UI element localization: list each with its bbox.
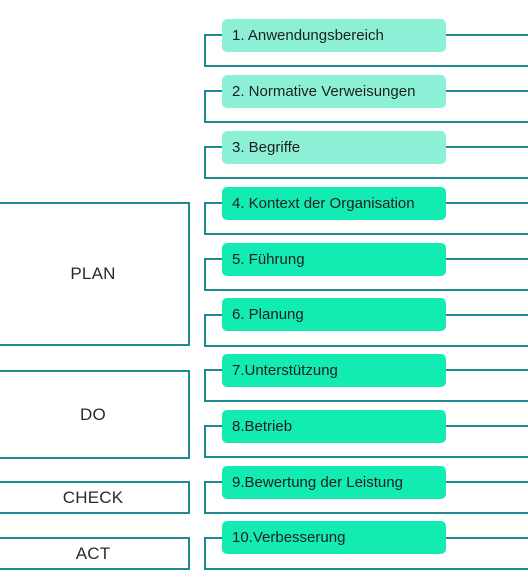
phase-do: DO	[0, 370, 190, 459]
clause-10: 10.Verbesserung	[222, 521, 446, 554]
phase-check: CHECK	[0, 481, 190, 514]
clause-9: 9.Bewertung der Leistung	[222, 466, 446, 499]
phase-plan: PLAN	[0, 202, 190, 346]
clause-3: 3. Begriffe	[222, 131, 446, 164]
clause-4: 4. Kontext der Organisation	[222, 187, 446, 220]
clause-7: 7.Unterstützung	[222, 354, 446, 387]
clause-2: 2. Normative Verweisungen	[222, 75, 446, 108]
clause-5: 5. Führung	[222, 243, 446, 276]
clause-8: 8.Betrieb	[222, 410, 446, 443]
clause-1: 1. Anwendungsbereich	[222, 19, 446, 52]
phase-act: ACT	[0, 537, 190, 570]
clause-6: 6. Planung	[222, 298, 446, 331]
